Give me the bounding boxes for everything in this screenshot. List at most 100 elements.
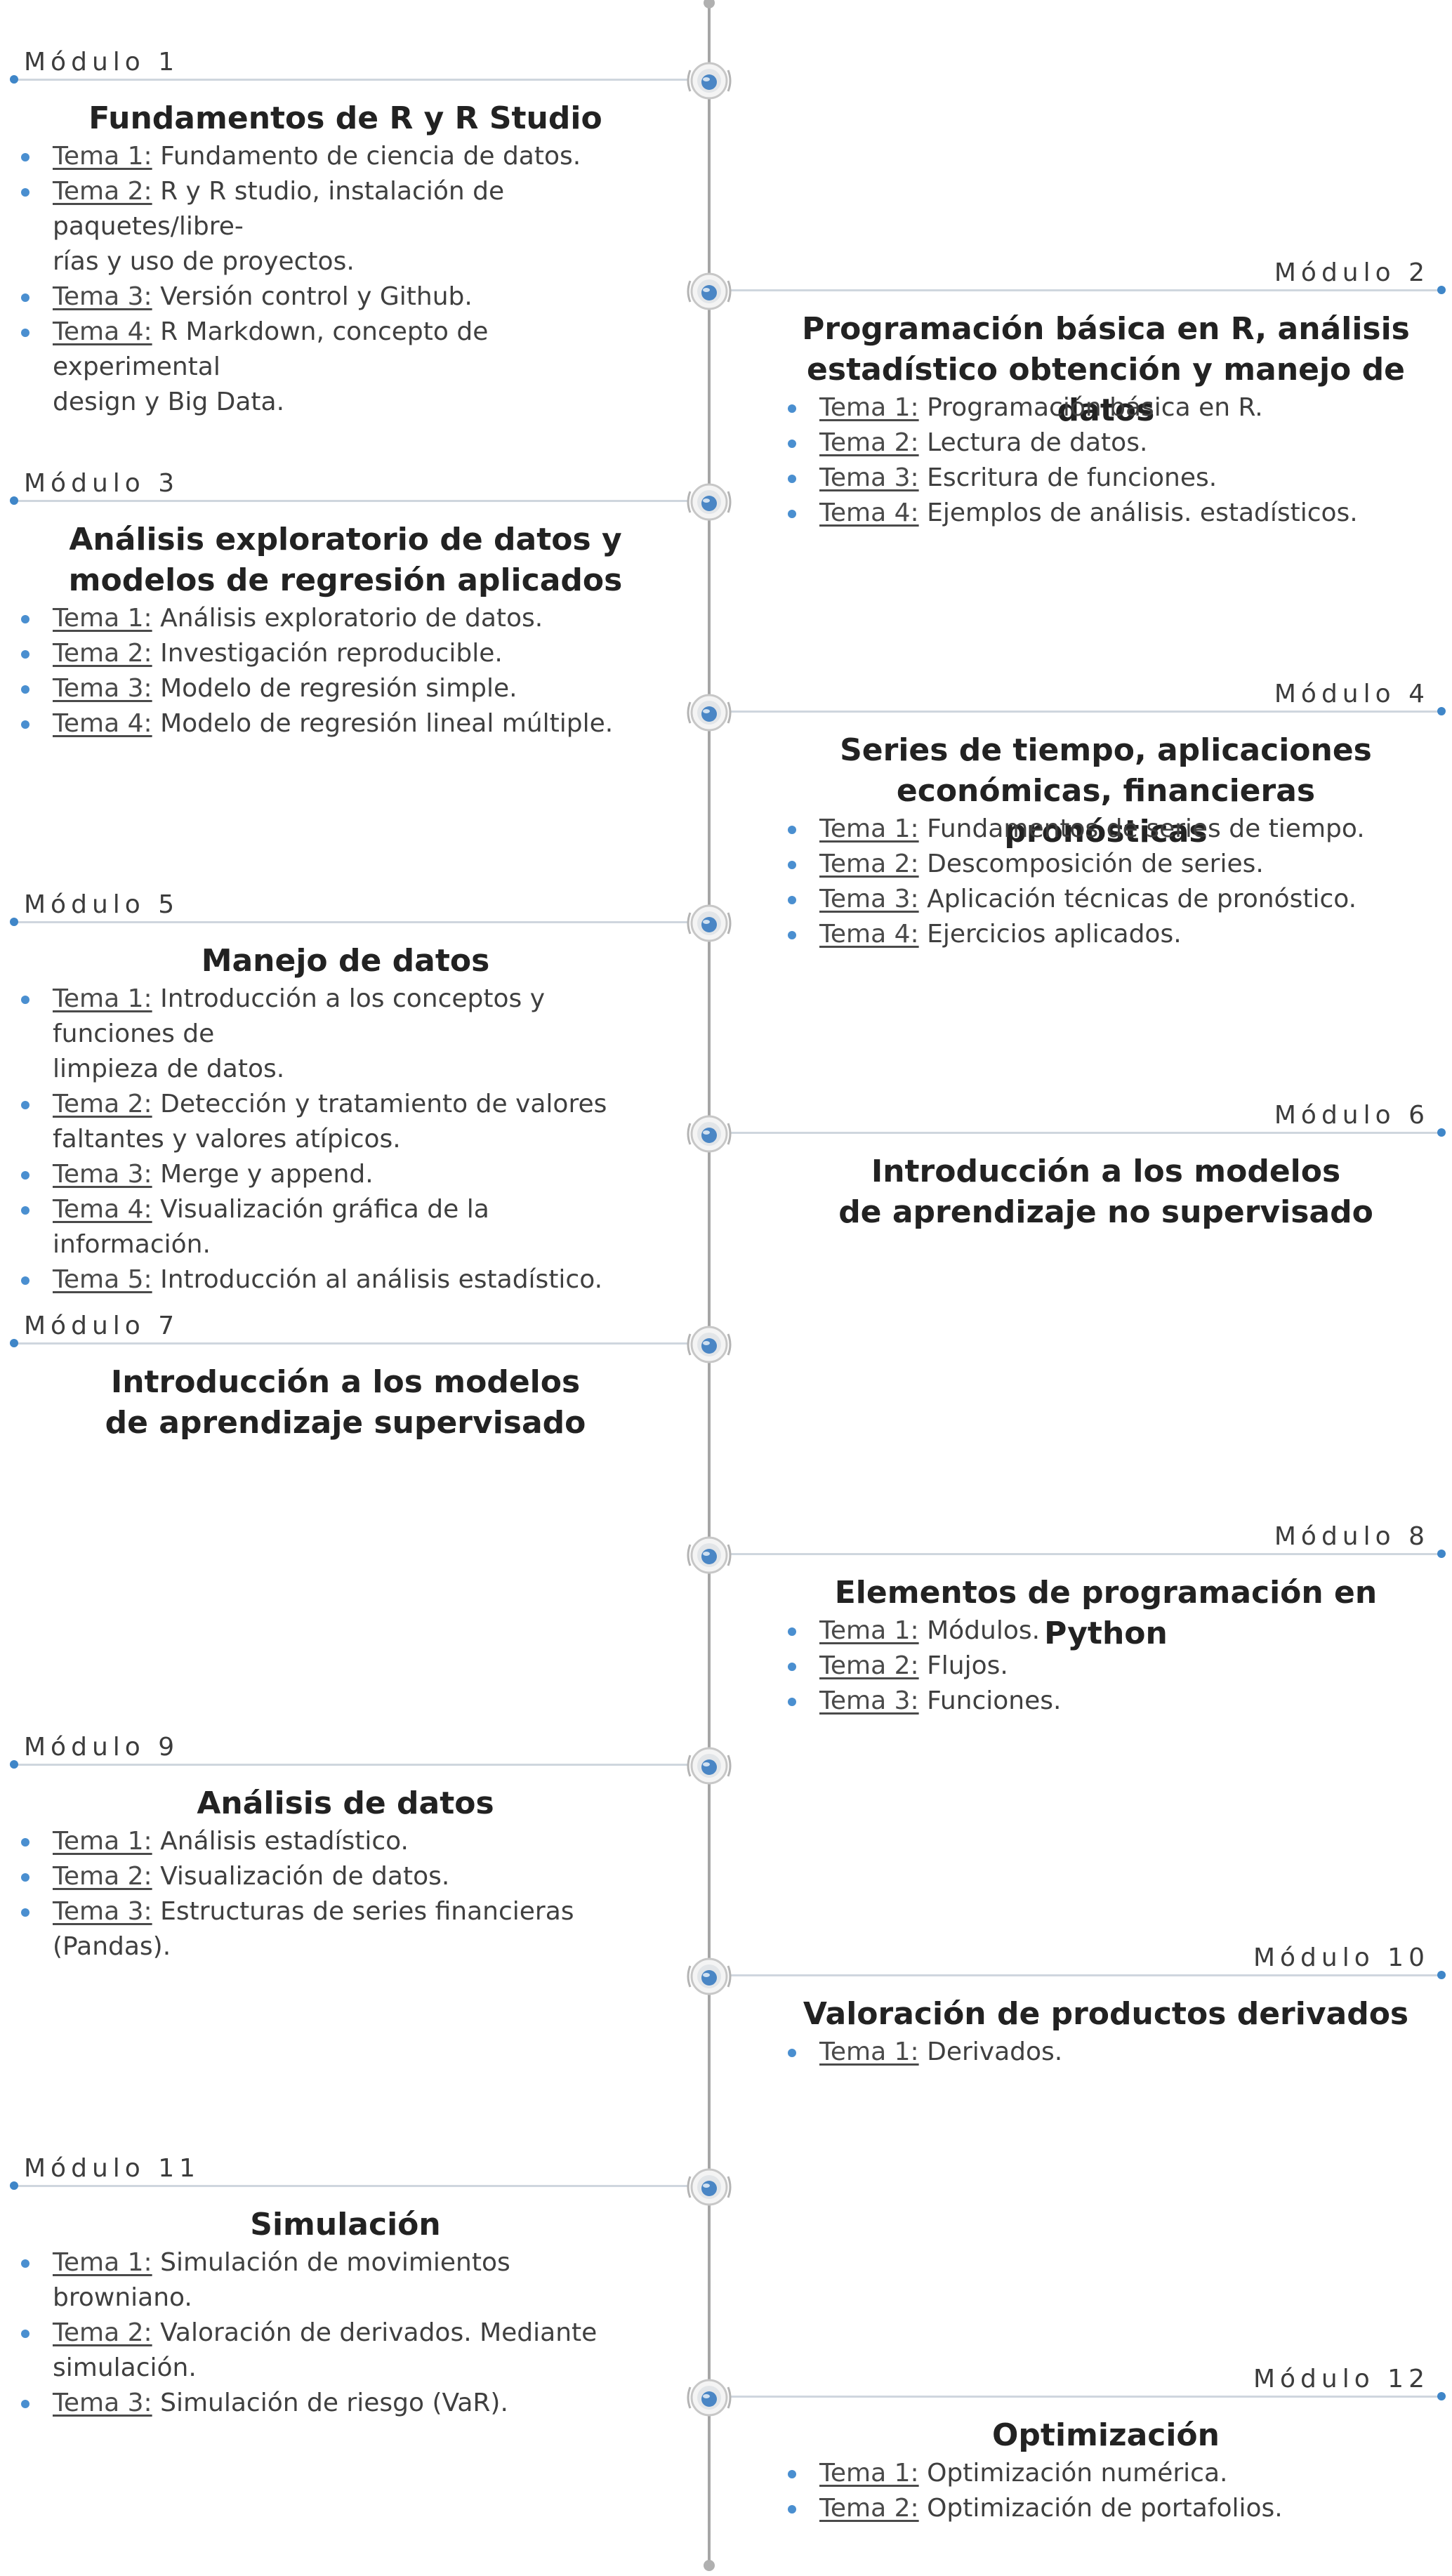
topic-key: Tema 3:: [53, 282, 152, 311]
topic-key: Tema 1:: [819, 1616, 919, 1645]
module-label: Módulo 2: [1274, 258, 1430, 287]
module-title: Introducción a los modelos de aprendizaj…: [838, 1154, 1373, 1230]
topic-item: Tema 3: Estructuras de series financiera…: [14, 1894, 646, 1964]
topic-key: Tema 2:: [53, 639, 152, 668]
topic-list: Tema 1: Programación básica en R.Tema 2:…: [781, 390, 1413, 531]
topic-item: Tema 4: Modelo de regresión lineal múlti…: [14, 706, 646, 741]
topic-key: Tema 4:: [53, 317, 152, 346]
topic-key: Tema 1:: [53, 604, 152, 633]
timeline-node-icon: [686, 268, 732, 315]
topic-text: Descomposición de series.: [927, 850, 1264, 878]
module-label: Módulo 9: [24, 1733, 180, 1762]
timeline-node-icon: [686, 1953, 732, 2000]
topic-item: Tema 5: Introducción al análisis estadís…: [14, 1262, 646, 1297]
timeline-node-icon: [686, 2164, 732, 2210]
topic-list: Tema 1: Derivados.: [781, 2035, 1413, 2070]
timeline-node-icon: [686, 1743, 732, 1789]
connector-end-dot: [1437, 707, 1446, 715]
topic-list: Tema 1: Análisis estadístico.Tema 2: Vis…: [14, 1824, 646, 1964]
connector-end-dot: [10, 2181, 18, 2190]
topic-list: Tema 1: Análisis exploratorio de datos. T…: [14, 601, 646, 741]
topic-item: Tema 3: Aplicación técnicas de pronóstic…: [781, 882, 1413, 917]
topic-key: Tema 1:: [819, 393, 919, 422]
connector-end-dot: [1437, 2392, 1446, 2400]
topic-key: Tema 3:: [53, 1160, 152, 1189]
topic-text: R Markdown, concepto de experimental des…: [53, 317, 489, 416]
timeline-start-dot: [704, 0, 715, 8]
module-connector-line: [14, 79, 688, 81]
module-label: Módulo 1: [24, 48, 180, 77]
topic-item: Tema 3: Simulación de riesgo (VaR).: [14, 2386, 646, 2421]
module-connector-line: [14, 500, 688, 502]
connector-end-dot: [10, 918, 18, 926]
topic-item: Tema 2: Descomposición de series.: [781, 847, 1413, 882]
timeline-axis: [708, 0, 711, 2570]
connector-end-dot: [10, 496, 18, 505]
module-label: Módulo 6: [1274, 1101, 1430, 1130]
module-label: Módulo 3: [24, 469, 180, 498]
topic-list: Tema 1: Fundamentos de series de tiempo.…: [781, 812, 1413, 952]
topic-key: Tema 1:: [53, 142, 152, 171]
topic-list: Tema 1: Simulación de movimientos browni…: [14, 2245, 646, 2421]
topic-text: Flujos.: [927, 1651, 1008, 1680]
topic-text: Análisis exploratorio de datos.: [160, 604, 543, 633]
topic-text: Visualización de datos.: [160, 1862, 450, 1891]
topic-text: Programación básica en R.: [927, 393, 1263, 422]
topic-item: Tema 1: Derivados.: [781, 2035, 1413, 2070]
connector-end-dot: [10, 75, 18, 84]
topic-key: Tema 1:: [819, 814, 919, 843]
module-connector-line: [14, 2185, 688, 2187]
module-label: Módulo 11: [24, 2154, 201, 2183]
topic-text: Módulos.: [927, 1616, 1041, 1645]
topic-text: Funciones.: [927, 1686, 1062, 1715]
module-connector-line: [14, 1342, 688, 1345]
topic-list: Tema 1: Módulos.Tema 2: Flujos.Tema 3: F…: [781, 1613, 1413, 1719]
topic-item: Tema 2: Valoración de derivados. Mediant…: [14, 2316, 646, 2386]
topic-list: Tema 1: Optimización numérica.Tema 2: Op…: [781, 2456, 1413, 2526]
topic-key: Tema 3:: [819, 463, 919, 492]
topic-key: Tema 1:: [53, 2248, 152, 2277]
module-label: Módulo 4: [1274, 680, 1430, 708]
topic-item: Tema 4: Ejercicios aplicados.: [781, 917, 1413, 952]
module-title: Manejo de datos: [201, 943, 490, 979]
topic-key: Tema 3:: [819, 1686, 919, 1715]
module-connector-line: [730, 1132, 1441, 1134]
topic-text: Introducción a los conceptos y funciones…: [53, 984, 546, 1083]
topic-item: Tema 2: R y R studio, instalación de paq…: [14, 174, 646, 279]
topic-key: Tema 5:: [53, 1265, 152, 1294]
module-connector-line: [730, 1553, 1441, 1555]
topic-item: Tema 2: Optimización de portafolios.: [781, 2491, 1413, 2526]
topic-key: Tema 4:: [819, 920, 919, 949]
topic-text: Fundamentos de series de tiempo.: [927, 814, 1365, 843]
topic-list: Tema 1: Fundamento de ciencia de datos. T…: [14, 139, 646, 420]
topic-key: Tema 4:: [819, 498, 919, 527]
topic-item: Tema 1: Análisis estadístico.: [14, 1824, 646, 1859]
topic-key: Tema 3:: [53, 2389, 152, 2417]
topic-key: Tema 3:: [53, 674, 152, 703]
timeline-node-icon: [686, 1532, 732, 1578]
connector-end-dot: [1437, 1550, 1446, 1558]
timeline-node-icon: [686, 689, 732, 736]
timeline-node-icon: [686, 58, 732, 104]
topic-key: Tema 2:: [53, 177, 152, 206]
topic-item: Tema 3: Versión control y Github.: [14, 279, 646, 315]
module-label: Módulo 5: [24, 890, 180, 919]
topic-key: Tema 2:: [53, 1090, 152, 1118]
connector-end-dot: [1437, 1971, 1446, 1979]
topic-text: Optimización de portafolios.: [927, 2494, 1283, 2523]
timeline-end-dot: [704, 2560, 715, 2571]
topic-item: Tema 3: Funciones.: [781, 1684, 1413, 1719]
topic-text: Escritura de funciones.: [927, 463, 1217, 492]
topic-item: Tema 1: Módulos.: [781, 1613, 1413, 1649]
topic-item: Tema 3: Merge y append.: [14, 1157, 646, 1192]
topic-text: Ejemplos de análisis. estadísticos.: [927, 498, 1358, 527]
topic-text: Fundamento de ciencia de datos.: [160, 142, 581, 171]
topic-key: Tema 2:: [819, 850, 919, 878]
timeline-node-icon: [686, 1111, 732, 1157]
topic-text: Modelo de regresión simple.: [160, 674, 517, 703]
connector-end-dot: [1437, 1128, 1446, 1137]
topic-text: Merge y append.: [160, 1160, 374, 1189]
topic-text: Análisis estadístico.: [160, 1827, 409, 1856]
module-label: Módulo 8: [1274, 1522, 1430, 1551]
topic-text: Ejercicios aplicados.: [927, 920, 1182, 949]
